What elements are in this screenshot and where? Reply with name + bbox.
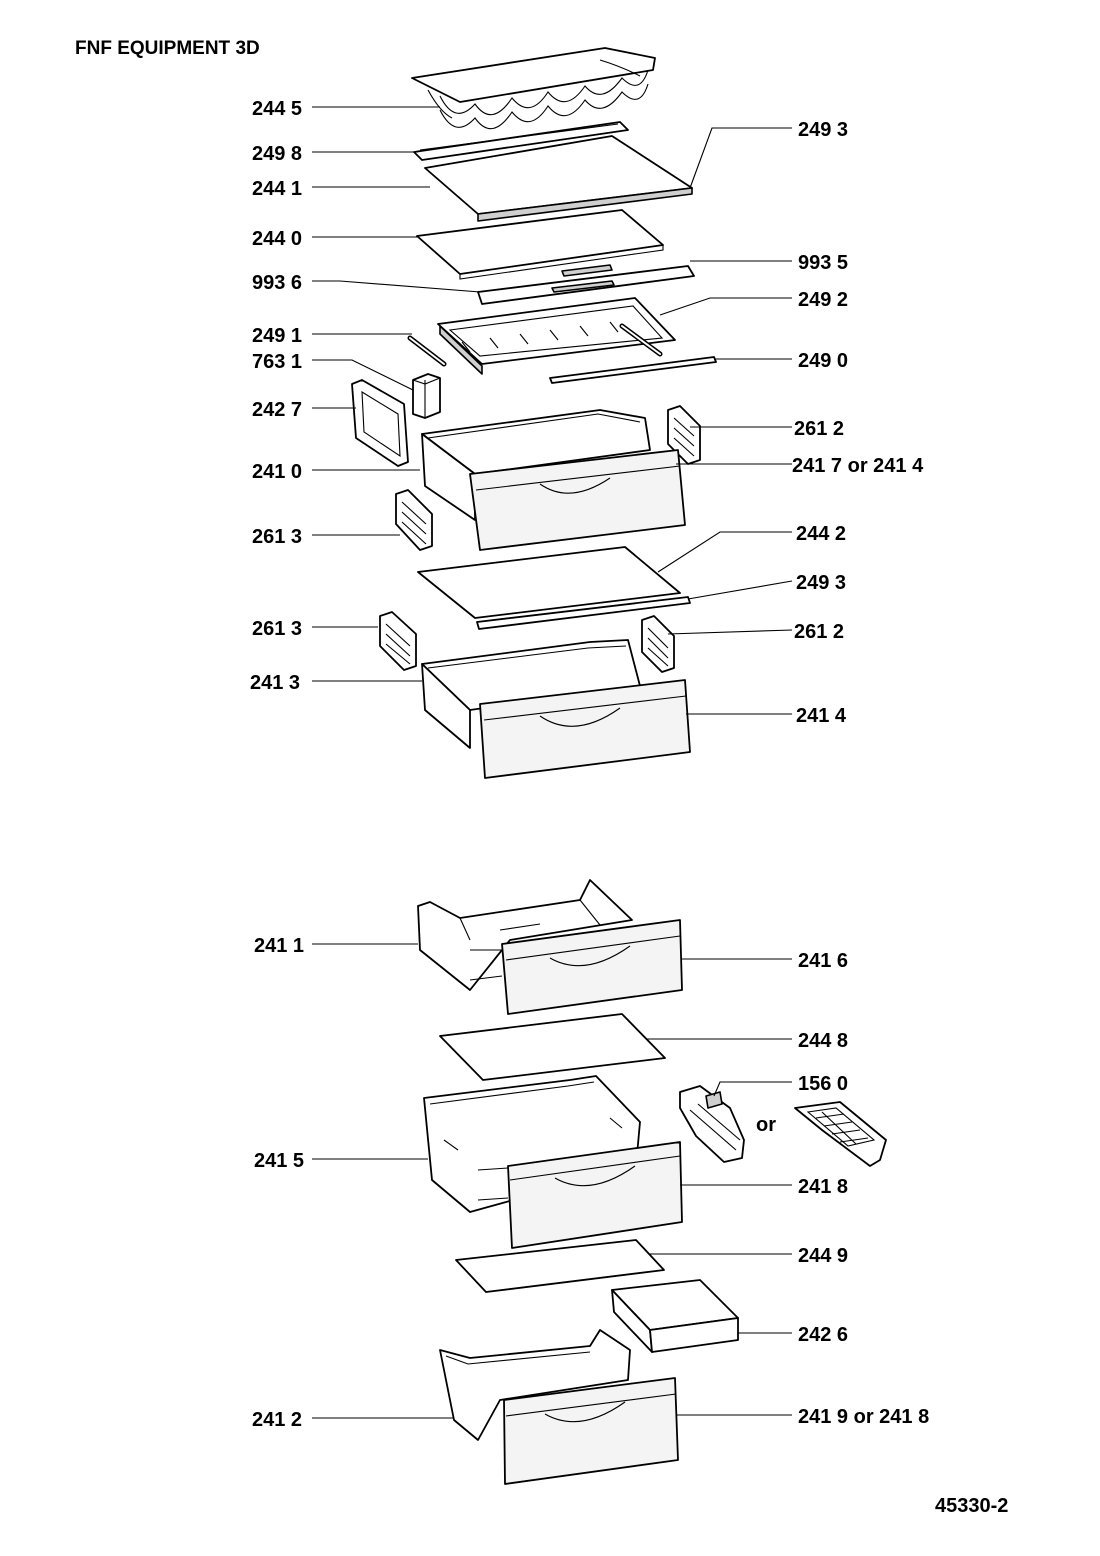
callout-242-6: 242 6: [798, 1324, 848, 1346]
freezer-drawer-part: [421, 639, 691, 779]
callout-249-8: 249 8: [252, 143, 302, 165]
callout-156-0: 156 0: [798, 1073, 848, 1095]
callout-241-1: 241 1: [254, 935, 304, 957]
callout-249-2: 249 2: [798, 289, 848, 311]
callout-241-0: 241 0: [252, 461, 302, 483]
callout-241-8: 241 8: [798, 1176, 848, 1198]
callout-993-5: 993 5: [798, 252, 848, 274]
leader-lines: [312, 106, 793, 1419]
glass-plate-1-part: [439, 1013, 666, 1081]
drawer-slide-left-2-part: [379, 611, 417, 671]
bottle-rack-part: [411, 47, 656, 130]
glass-shelf-part: [424, 135, 693, 222]
callout-244-0: 244 0: [252, 228, 302, 250]
drawer-frame-part: [437, 297, 676, 375]
callout-763-1: 763 1: [252, 351, 302, 373]
callout-242-7: 242 7: [252, 399, 302, 421]
callout-244-8: 244 8: [798, 1030, 848, 1052]
drawer-slide-right-2-part: [641, 615, 675, 673]
glass-shelf-3-part: [417, 546, 681, 619]
callout-241-6: 241 6: [798, 950, 848, 972]
callout-labels: 244 5 249 8 244 1 244 0 993 6 249 1 763 …: [250, 98, 929, 1431]
callout-241-7-or-241-4: 241 7 or 241 4: [792, 455, 924, 477]
shelf-profile-part: [476, 596, 691, 630]
front-rod-part: [549, 356, 717, 384]
freezer-drawer-upper-part: [417, 879, 683, 1015]
callout-249-0: 249 0: [798, 350, 848, 372]
callout-244-9: 244 9: [798, 1245, 848, 1267]
glass-shelf-2-part: [416, 209, 664, 280]
callout-241-5: 241 5: [254, 1150, 304, 1172]
crisper-drawer-part: [421, 409, 686, 551]
callout-244-5: 244 5: [252, 98, 302, 120]
callout-261-3-upper: 261 3: [252, 526, 302, 548]
diagram-title: FNF EQUIPMENT 3D: [75, 38, 260, 59]
callout-261-3-lower: 261 3: [252, 618, 302, 640]
small-box-part: [412, 373, 441, 419]
drawer-slide-left-part: [395, 489, 433, 551]
callout-244-2: 244 2: [796, 523, 846, 545]
shelf-rail-part: [413, 121, 629, 161]
callout-261-2-upper: 261 2: [794, 418, 844, 440]
ice-maker-part: [679, 1085, 745, 1163]
callout-241-3: 241 3: [250, 672, 300, 694]
side-panel-part: [351, 379, 409, 467]
or-label: or: [756, 1114, 776, 1136]
callout-249-3-lower: 249 3: [796, 572, 846, 594]
callout-249-3-upper: 249 3: [798, 119, 848, 141]
callout-993-6: 993 6: [252, 272, 302, 294]
shelf-front-trim-part: [477, 264, 695, 305]
callout-244-1: 244 1: [252, 178, 302, 200]
drawing-number: 45330-2: [935, 1495, 1008, 1517]
callout-241-9-or-241-8: 241 9 or 241 8: [798, 1406, 929, 1428]
small-tray-part: [611, 1279, 739, 1353]
callout-241-2: 241 2: [252, 1409, 302, 1431]
side-rod-part: [407, 323, 663, 367]
callout-241-4: 241 4: [796, 705, 847, 727]
glass-plate-2-part: [455, 1239, 665, 1293]
callout-249-1: 249 1: [252, 325, 302, 347]
callout-261-2-lower: 261 2: [794, 621, 844, 643]
ice-tray-part: [794, 1101, 887, 1167]
freezer-drawer-lower-part: [439, 1329, 679, 1485]
freezer-drawer-middle-part: [423, 1075, 683, 1249]
